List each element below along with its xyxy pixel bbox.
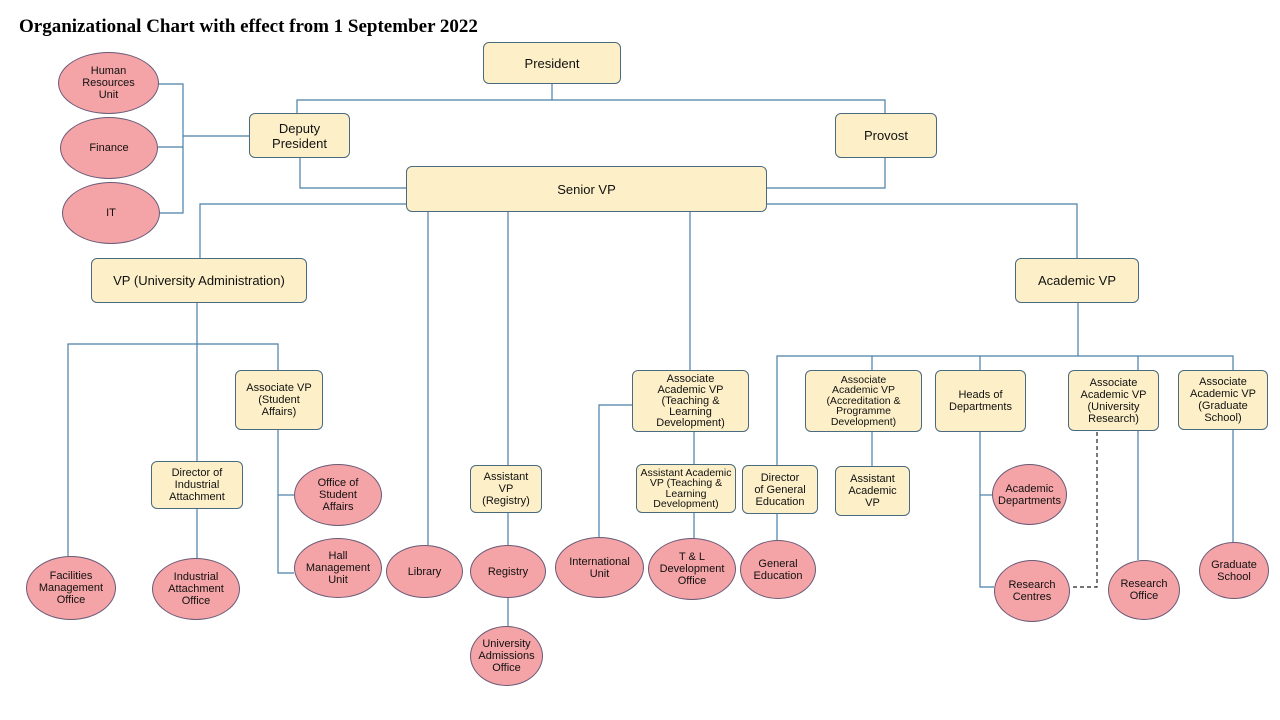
- node-office-of-student-affairs: Office of Student Affairs: [294, 464, 382, 526]
- node-associate-vp-student-affairs: Associate VP (Student Affairs): [235, 370, 323, 430]
- connector-line: [158, 83, 184, 214]
- node-hall-management-unit: Hall Management Unit: [294, 538, 382, 598]
- node-assistant-vp-registry: Assistant VP (Registry): [470, 465, 542, 513]
- node-graduate-school: Graduate School: [1199, 542, 1269, 599]
- node-associate-academic-vp-teaching: Associate Academic VP (Teaching & Learni…: [632, 370, 749, 432]
- node-university-admissions-office: University Admissions Office: [470, 626, 543, 686]
- connector-line: [299, 158, 406, 189]
- node-general-education: General Education: [740, 540, 816, 599]
- node-associate-academic-vp-research: Associate Academic VP (University Resear…: [1068, 370, 1159, 431]
- connector-line: [277, 430, 294, 574]
- connector-line: [199, 203, 406, 258]
- node-academic-vp: Academic VP: [1015, 258, 1139, 303]
- dashed-connector-line: [1070, 432, 1098, 588]
- node-it: IT: [62, 182, 160, 244]
- node-finance: Finance: [60, 117, 158, 179]
- node-president: President: [483, 42, 621, 84]
- connector-line: [296, 99, 886, 113]
- node-library: Library: [386, 545, 463, 598]
- node-heads-of-departments: Heads of Departments: [935, 370, 1026, 432]
- node-assistant-academic-vp: Assistant Academic VP: [835, 466, 910, 516]
- node-assistant-academic-vp-teaching: Assistant Academic VP (Teaching & Learni…: [636, 464, 736, 513]
- node-provost: Provost: [835, 113, 937, 158]
- node-industrial-attachment-office: Industrial Attachment Office: [152, 558, 240, 620]
- node-human-resources-unit: Human Resources Unit: [58, 52, 159, 114]
- chart-title: Organizational Chart with effect from 1 …: [19, 16, 478, 37]
- node-tl-development-office: T & L Development Office: [648, 538, 736, 600]
- node-deputy-president: Deputy President: [249, 113, 350, 158]
- connector-line: [776, 355, 1234, 465]
- node-international-unit: International Unit: [555, 537, 644, 598]
- connector-line: [598, 404, 632, 537]
- connector-line: [767, 158, 886, 189]
- node-academic-departments: Academic Departments: [992, 464, 1067, 525]
- node-senior-vp: Senior VP: [406, 166, 767, 212]
- node-registry: Registry: [470, 545, 546, 598]
- node-research-office: Research Office: [1108, 560, 1180, 620]
- connector-line: [67, 343, 279, 556]
- node-associate-academic-vp-graduate: Associate Academic VP (Graduate School): [1178, 370, 1268, 430]
- node-facilities-management-office: Facilities Management Office: [26, 556, 116, 620]
- node-director-industrial-attachment: Director of Industrial Attachment: [151, 461, 243, 509]
- node-vp-university-administration: VP (University Administration): [91, 258, 307, 303]
- node-research-centres: Research Centres: [994, 560, 1070, 622]
- node-director-general-education: Director of General Education: [742, 465, 818, 514]
- connector-line: [979, 432, 994, 588]
- connector-line: [767, 203, 1078, 258]
- node-associate-academic-vp-accreditation: Associate Academic VP (Accreditation & P…: [805, 370, 922, 432]
